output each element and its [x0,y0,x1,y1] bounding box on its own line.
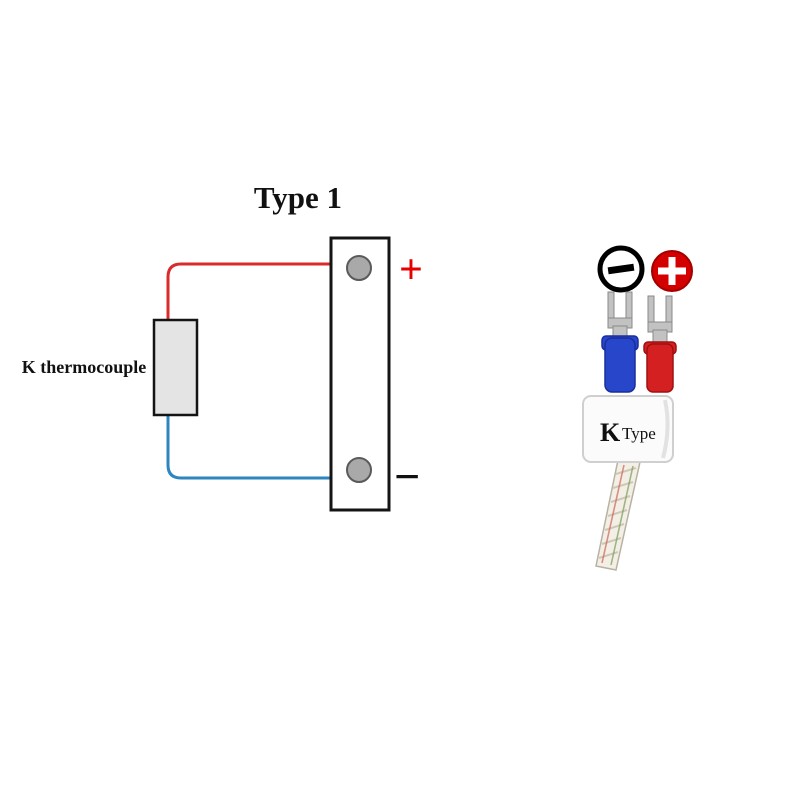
probe-body: K Type [582,395,674,463]
photo-group: K Type [582,245,693,571]
terminal-bottom-circle [346,457,372,483]
thermocouple-label: K thermocouple [22,357,146,377]
sleeve-blue [601,335,639,393]
minus-icon [597,245,645,293]
positive-wire [166,262,333,322]
fork-terminal-right [647,295,673,347]
fork-terminal-left [607,291,633,343]
negative-wire [166,412,333,480]
cable-strand-red [601,464,625,564]
plus-icon [651,250,693,292]
minus-badge-bar [607,263,635,275]
diagram-title: Type 1 [254,180,342,215]
probe-body-block [582,395,674,463]
sleeve-red-body [646,343,674,393]
probe-body-label-type: Type [622,424,656,443]
cable-strand-green [610,465,634,566]
plus-sign-label: + [399,247,423,293]
probe-body-shade [661,399,670,459]
minus-sign-label: − [394,451,420,502]
schematic-group: Type 1 K thermocouple + − [22,180,423,512]
cable-shape [595,459,641,571]
sleeve-red [643,341,677,393]
braided-cable [595,459,641,571]
plus-badge-bar-h [658,267,686,275]
terminal-top-circle [346,255,372,281]
sleeve-blue-body [604,337,636,393]
thermocouple-symbol [152,318,199,417]
probe-body-label-k: K [600,418,621,447]
